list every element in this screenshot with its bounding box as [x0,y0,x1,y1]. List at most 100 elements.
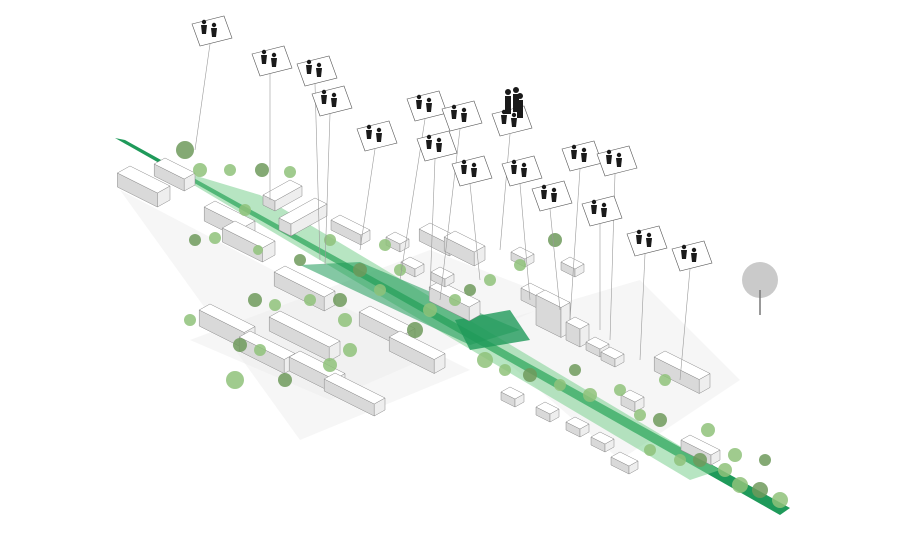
tree [193,163,207,177]
person-icon-head [366,124,372,130]
person-icon-body [551,193,557,202]
tree [772,492,788,508]
building-roof [273,265,336,298]
building-roof [600,346,625,360]
building-roof [565,416,590,430]
tree [189,234,201,246]
building-roof [560,256,585,270]
building [268,310,341,362]
building [565,316,590,348]
person-icon-body [606,155,612,164]
person-icon-body [306,65,312,74]
person-icon-head [201,19,207,25]
person-icon-head [606,149,612,155]
building [430,266,455,288]
person-icon-body [581,153,587,162]
building-roof [430,266,455,280]
person-icon-body [461,165,467,174]
tree [224,164,236,176]
leader-line [679,268,691,381]
building-roof [535,401,560,415]
tree [284,166,296,178]
tree [464,284,476,296]
activity-pictogram-card [561,140,603,172]
leader-line [324,113,331,266]
tree [209,232,221,244]
tree [324,234,336,246]
person-icon-body [511,165,517,174]
ground-patch [120,190,470,440]
tree [323,358,337,372]
person-icon-head [271,52,277,58]
trees [176,141,788,508]
building-roof [268,310,341,348]
person-icon-head [646,232,652,238]
activity-pictogram-card [491,105,533,137]
building [323,372,386,417]
tree [659,374,671,386]
building-roof [680,434,721,456]
tree [423,303,437,317]
activity-pictogram-card [406,90,448,122]
leader-line [429,158,436,291]
person-icon-head [571,144,577,150]
building-roof [653,350,711,380]
leader-line [549,208,561,311]
tree [614,384,626,396]
tree [176,141,194,159]
tree [278,373,292,387]
building-roof [400,256,425,270]
building [262,179,303,212]
building [565,416,590,438]
leader-line [469,183,481,281]
tree [752,482,768,498]
person-icon-body [521,168,527,177]
person-icon-body [461,113,467,122]
building-roof [585,336,610,350]
tree [554,379,566,391]
building [610,451,639,475]
person-icon-head [426,134,432,140]
leader-line [439,128,461,301]
tree [233,338,247,352]
tree [514,259,526,271]
tree [548,233,562,247]
activity-pictogram-card [191,15,233,47]
building-roof [330,214,371,236]
tree [248,293,262,307]
person-icon-body [321,95,327,104]
tree [333,293,347,307]
activity-pictogram-card [416,130,458,162]
tree [701,423,715,437]
leader-line [194,43,211,151]
building [600,346,625,368]
building-roof [198,303,256,333]
tree [484,274,496,286]
activity-pictogram-card [251,45,293,77]
person-icon-body [541,190,547,199]
person-icon-head [521,162,527,168]
person-icon-body [636,235,642,244]
person-icon-head [541,184,547,190]
building-roof [500,386,525,400]
building [653,350,711,394]
tree [294,254,306,266]
person-icon-head [471,162,477,168]
tree [644,444,656,456]
person-icon-head [551,187,557,193]
tree [583,388,597,402]
person-icon-body [436,143,442,152]
person-icon-head [511,159,517,165]
building [560,256,585,278]
activity-pictogram-card [581,195,623,227]
person-icon-head [681,244,687,250]
building-roof [153,157,196,180]
tree [239,204,251,216]
tree [728,448,742,462]
person-icon-body [426,103,432,112]
person-icon-body [366,130,372,139]
person-icon-body [211,28,217,37]
tree [449,294,461,306]
building [221,220,276,263]
person-icon-head [636,229,642,235]
